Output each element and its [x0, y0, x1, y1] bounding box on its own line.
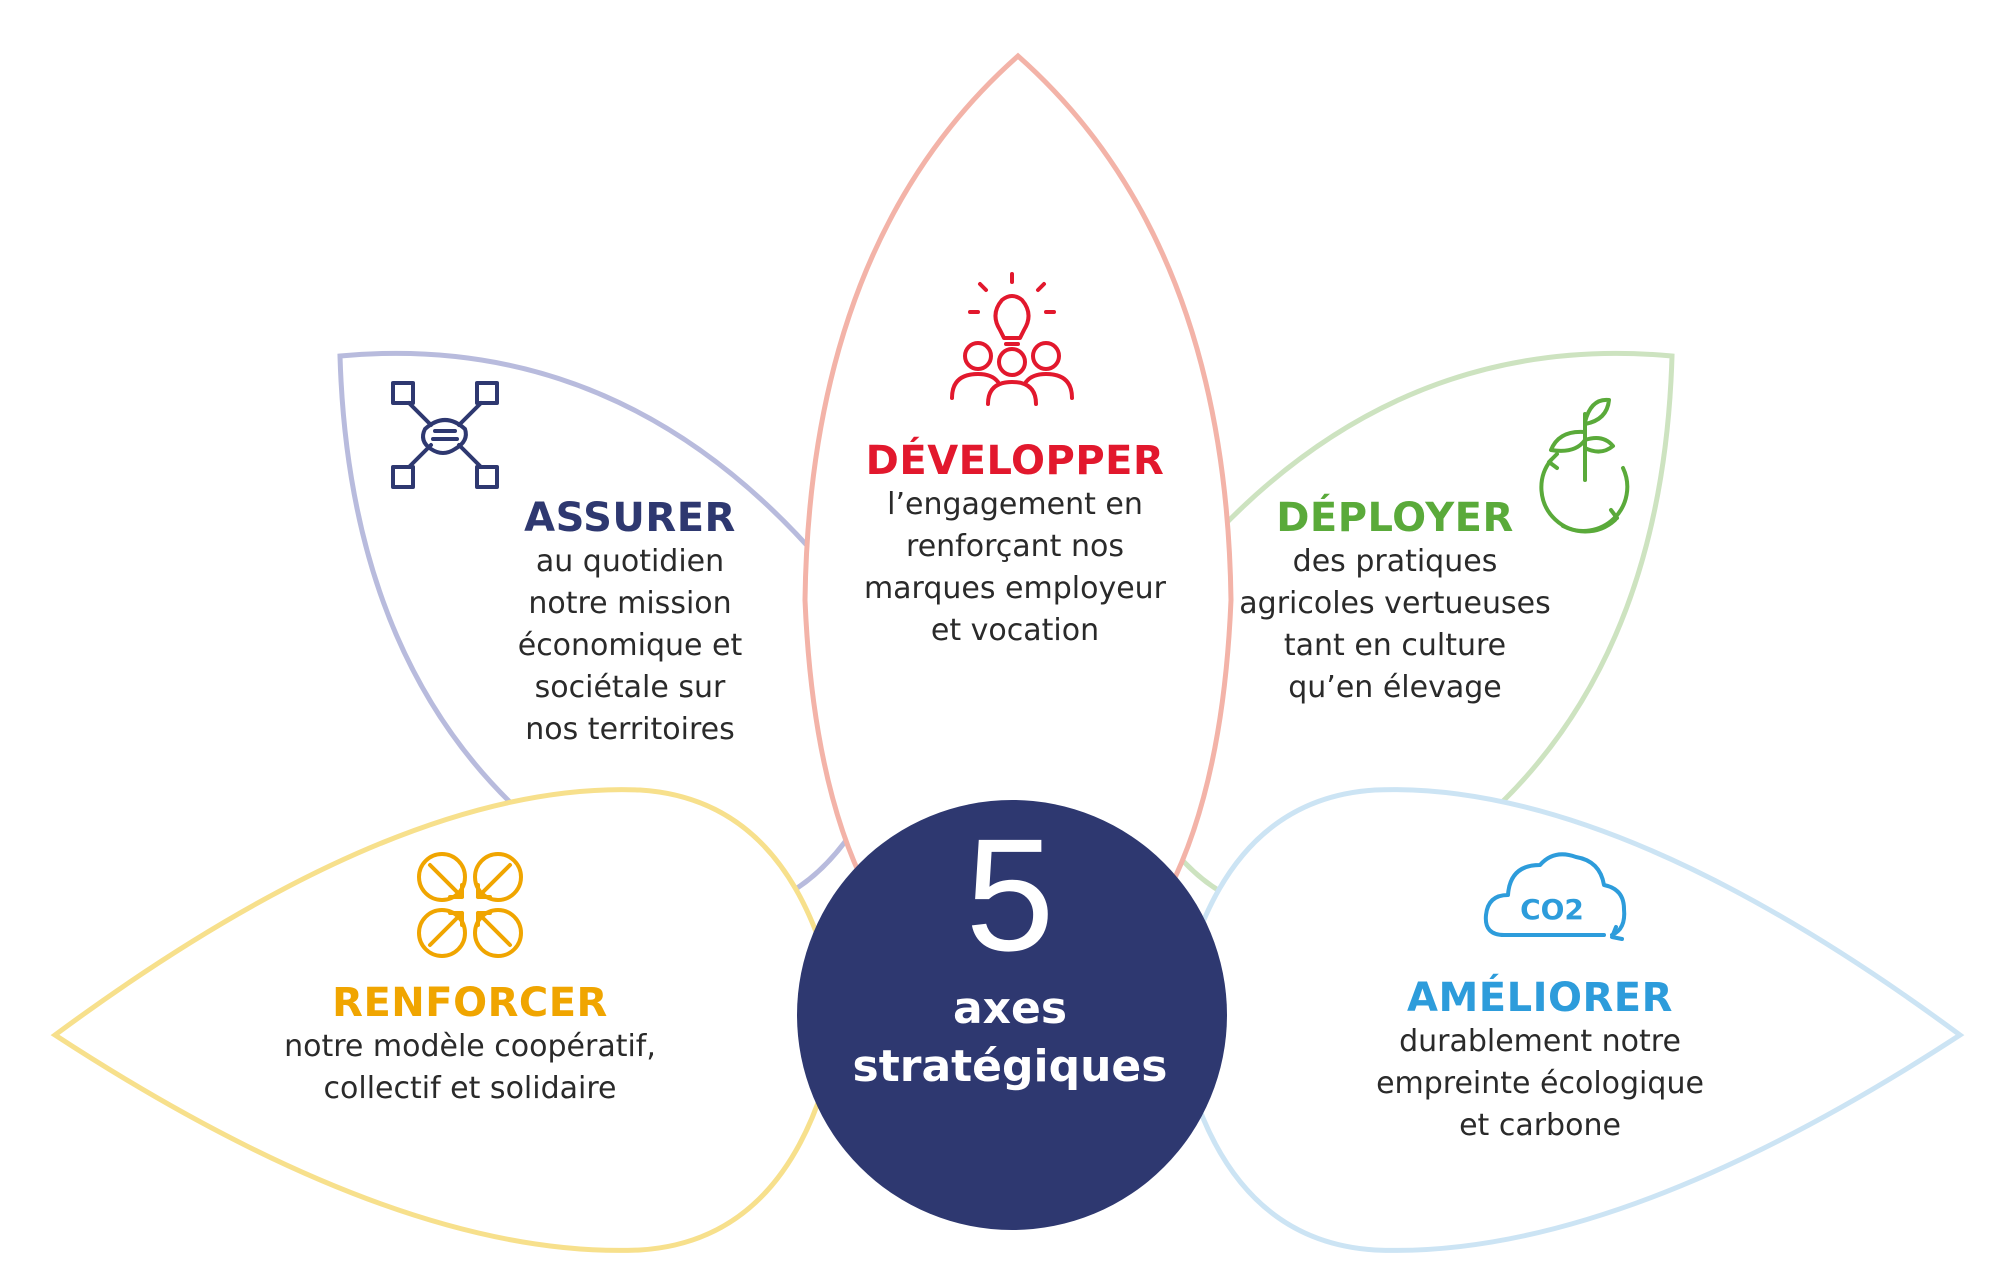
axis-line: tant en culture	[1283, 628, 1507, 663]
axis-line: renforçant nos	[906, 529, 1124, 564]
axis-ameliorer: AMÉLIORER durablement notre empreinte éc…	[1335, 975, 1745, 1147]
axis-line: durablement notre	[1399, 1024, 1681, 1059]
axis-developper: DÉVELOPPER l’engagement en renforçant no…	[845, 438, 1185, 652]
center-circle	[797, 800, 1227, 1230]
center-number: 5	[965, 805, 1055, 984]
axis-line: collectif et solidaire	[323, 1071, 617, 1106]
axis-title-ameliorer: AMÉLIORER	[1407, 975, 1673, 1021]
axis-title-renforcer: RENFORCER	[332, 980, 608, 1026]
axis-desc-deployer: des pratiques agricoles vertueuses tant …	[1215, 541, 1575, 709]
axis-title-developper: DÉVELOPPER	[865, 438, 1165, 484]
axis-title-deployer: DÉPLOYER	[1276, 495, 1514, 541]
axis-desc-ameliorer: durablement notre empreinte écologique e…	[1335, 1021, 1745, 1147]
hands-together-icon	[391, 381, 499, 489]
co2-cloud-icon: CO2	[1483, 852, 1627, 941]
axis-line: au quotidien	[535, 544, 725, 579]
converging-circles-icon	[417, 852, 523, 958]
team-idea-icon	[950, 272, 1074, 406]
axis-desc-assurer: au quotidien notre mission économique et…	[470, 541, 790, 751]
axis-desc-renforcer: notre modèle coopératif, collectif et so…	[235, 1026, 705, 1110]
axis-line: des pratiques	[1292, 544, 1498, 579]
axis-title-assurer: ASSURER	[524, 495, 736, 541]
center-label: axes stratégiques	[800, 980, 1220, 1096]
axis-line: sociétale sur	[534, 670, 726, 705]
axis-line: et carbone	[1459, 1108, 1621, 1143]
axis-line: empreinte écologique	[1376, 1066, 1704, 1101]
co2-label: CO2	[1520, 893, 1584, 926]
axis-line: qu’en élevage	[1288, 670, 1502, 705]
axis-line: marques employeur	[863, 571, 1167, 606]
axis-assurer: ASSURER au quotidien notre mission écono…	[470, 495, 790, 751]
plant-cycle-icon	[1539, 397, 1630, 534]
center-label-line1: axes	[952, 983, 1068, 1034]
axis-line: notre modèle coopératif,	[284, 1029, 656, 1064]
axis-line: notre mission	[528, 586, 732, 621]
axis-deployer: DÉPLOYER des pratiques agricoles vertueu…	[1215, 495, 1575, 709]
axis-renforcer: RENFORCER notre modèle coopératif, colle…	[235, 980, 705, 1110]
axis-line: nos territoires	[525, 712, 735, 747]
axis-desc-developper: l’engagement en renforçant nos marques e…	[845, 484, 1185, 652]
axis-line: et vocation	[930, 613, 1100, 648]
axis-line: l’engagement en	[887, 487, 1143, 522]
axis-line: économique et	[517, 628, 743, 663]
center-label-line2: stratégiques	[852, 1041, 1168, 1092]
axis-line: agricoles vertueuses	[1239, 586, 1551, 621]
